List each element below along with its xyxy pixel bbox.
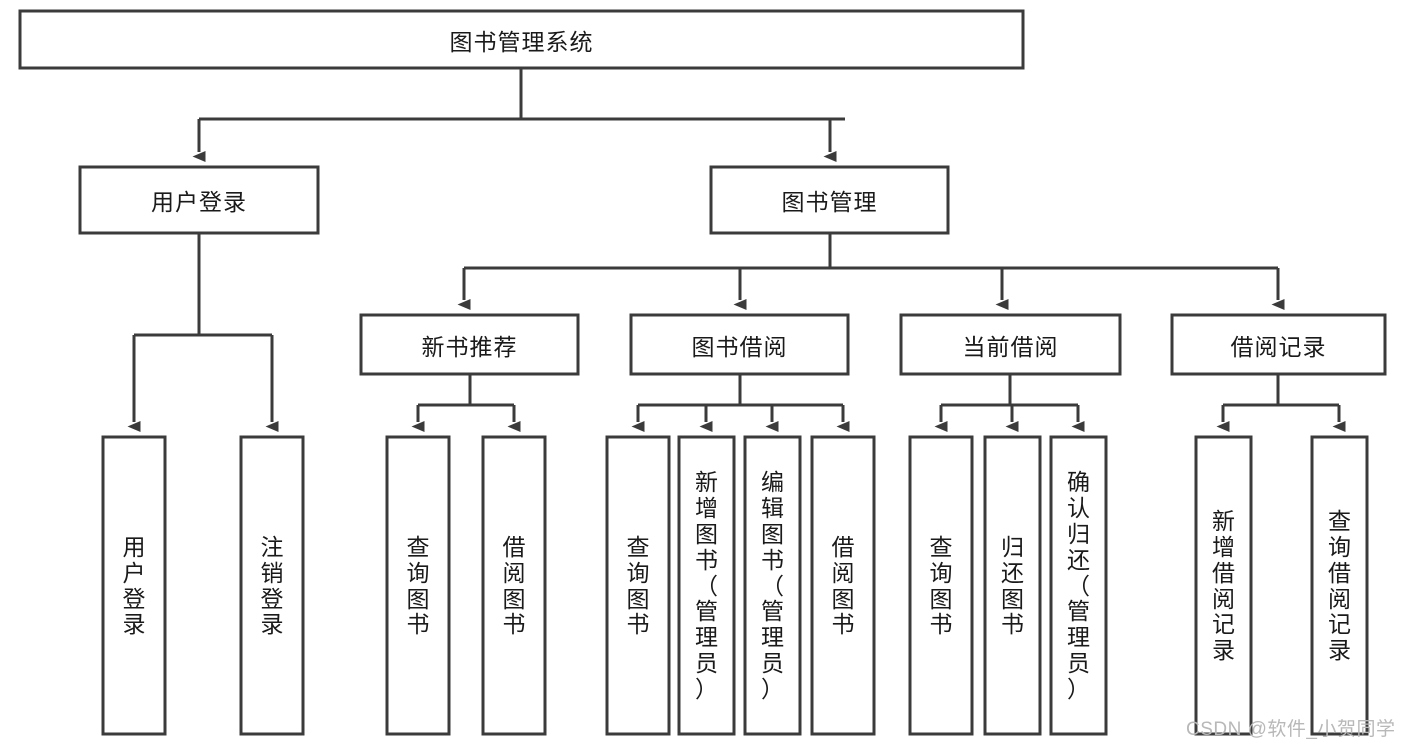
node-box-current-borrow[interactable] [899, 313, 1122, 376]
connector-root-to-level2 [192, 68, 845, 162]
connector-book-manage-to-level3 [457, 233, 1285, 310]
node-box-leaf-add-book[interactable] [677, 435, 736, 736]
node-box-user-login[interactable] [78, 165, 320, 235]
node-box-leaf-edit-book[interactable] [743, 435, 802, 736]
node-box-root[interactable] [18, 9, 1025, 70]
node-box-leaf-query-book-3[interactable] [908, 435, 974, 736]
node-box-leaf-query-book-2[interactable] [605, 435, 671, 736]
node-box-new-book-recommend[interactable] [359, 313, 580, 376]
node-box-leaf-logout[interactable] [239, 435, 305, 736]
connector-user-login-to-leaves [127, 233, 279, 432]
node-box-leaf-query-book-1[interactable] [385, 435, 451, 736]
node-box-book-manage[interactable] [709, 165, 950, 235]
node-box-borrow-record[interactable] [1170, 313, 1387, 376]
watermark-text: CSDN @软件_小贺同学 [1186, 719, 1396, 740]
connector-borrow-record-to-leaves [1216, 374, 1346, 432]
node-box-leaf-add-record[interactable] [1194, 435, 1253, 736]
node-box-leaf-return-book[interactable] [983, 435, 1042, 736]
node-box-leaf-user-login[interactable] [101, 435, 167, 736]
node-box-leaf-borrow-book-2[interactable] [810, 435, 876, 736]
node-box-book-borrow[interactable] [629, 313, 850, 376]
node-box-leaf-query-record[interactable] [1310, 435, 1369, 736]
connector-book-borrow-to-leaves [631, 374, 850, 432]
node-box-leaf-confirm-return[interactable] [1049, 435, 1108, 736]
node-box-leaf-borrow-book-1[interactable] [481, 435, 547, 736]
connector-new-book-recommend-to-leaves [411, 374, 521, 432]
connector-current-borrow-to-leaves [934, 374, 1085, 432]
